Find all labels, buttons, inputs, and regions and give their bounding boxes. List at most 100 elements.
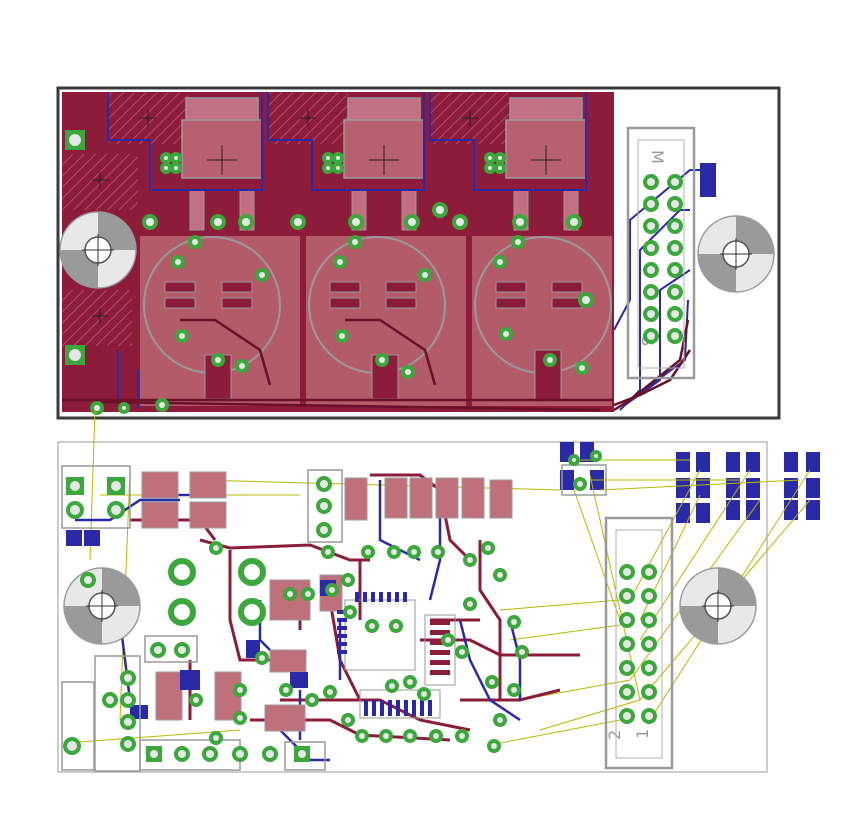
ic-u1 (337, 592, 416, 671)
mounting-hole-bottom-right (679, 567, 757, 645)
via-pad (643, 284, 659, 300)
via-pad (233, 711, 247, 725)
via-pad (619, 708, 635, 724)
via-pad (316, 522, 332, 538)
control-resistors (141, 471, 513, 732)
via-pad (643, 240, 659, 256)
via-pad (120, 714, 136, 730)
via-pad (511, 235, 525, 249)
via-pad (146, 746, 162, 762)
via-pad (170, 152, 182, 164)
via-pad (90, 401, 104, 415)
ic-u2 (359, 689, 441, 719)
via-pad (455, 645, 469, 659)
via-pad (65, 130, 85, 150)
via-pad (262, 746, 278, 762)
via-pad (389, 619, 403, 633)
via-pad (499, 327, 513, 341)
control-board: 2 1 (57, 409, 820, 773)
via-pad (643, 218, 659, 234)
via-pad (493, 568, 507, 582)
via-pad (171, 255, 185, 269)
via-pad (107, 477, 125, 495)
via-pad (235, 359, 249, 373)
transistor-2 (343, 97, 425, 231)
via-pad (332, 152, 344, 164)
control-connector-label-pin1: 1 (633, 729, 652, 739)
via-pad (566, 214, 582, 230)
via-pad (175, 329, 189, 343)
control-vias (63, 450, 657, 762)
via-pad (188, 235, 202, 249)
via-pad (641, 684, 657, 700)
via-pad (142, 214, 158, 230)
via-pad (316, 476, 332, 492)
via-pad (568, 454, 580, 466)
via-pad (316, 498, 332, 514)
control-large-pads (168, 558, 266, 626)
via-pad (667, 328, 683, 344)
via-pad (494, 162, 506, 174)
via-pad (494, 152, 506, 164)
via-pad (407, 545, 421, 559)
via-pad (667, 306, 683, 322)
via-pad (348, 235, 362, 249)
via-pad (155, 398, 169, 412)
via-pad (573, 477, 587, 491)
via-pad (493, 255, 507, 269)
via-pad (321, 545, 335, 559)
via-pad (667, 262, 683, 278)
via-pad (455, 729, 469, 743)
via-pad (484, 162, 496, 174)
via-pad (667, 240, 683, 256)
via-pad (283, 587, 297, 601)
via-pad (355, 729, 369, 743)
via-pad (255, 651, 269, 665)
control-blue-smd (66, 530, 336, 719)
via-pad (325, 583, 339, 597)
via-pad (667, 174, 683, 190)
via-pad (432, 202, 448, 218)
via-pad (643, 174, 659, 190)
via-pad (619, 612, 635, 628)
via-pad (641, 564, 657, 580)
via-pad (202, 746, 218, 762)
via-pad (418, 268, 432, 282)
via-pad (387, 545, 401, 559)
via-pad (210, 214, 226, 230)
via-pad (401, 365, 415, 379)
via-pad (189, 693, 203, 707)
via-pad (643, 196, 659, 212)
via-pad (211, 353, 225, 367)
ic-u3 (424, 614, 456, 686)
via-pad (578, 292, 594, 308)
power-vias (65, 130, 683, 415)
via-pad (375, 353, 389, 367)
via-pad (512, 214, 528, 230)
via-pad (429, 729, 443, 743)
via-pad (619, 660, 635, 676)
via-pad (322, 152, 334, 164)
via-pad (209, 731, 223, 745)
via-pad (452, 214, 468, 230)
via-pad (341, 713, 355, 727)
via-pad (301, 587, 315, 601)
via-pad (322, 162, 334, 174)
via-pad (667, 218, 683, 234)
via-pad (279, 683, 293, 697)
via-pad (643, 262, 659, 278)
via-pad (332, 162, 344, 174)
via-pad (641, 636, 657, 652)
via-pad (481, 541, 495, 555)
via-pad (643, 306, 659, 322)
via-pad (255, 268, 269, 282)
via-pad (160, 162, 172, 174)
via-pad (290, 214, 306, 230)
via-pad (65, 345, 85, 365)
via-pad (150, 642, 166, 658)
via-pad (120, 692, 136, 708)
via-pad (641, 708, 657, 724)
via-pad (361, 545, 375, 559)
via-pad (66, 477, 84, 495)
via-pad (348, 214, 364, 230)
